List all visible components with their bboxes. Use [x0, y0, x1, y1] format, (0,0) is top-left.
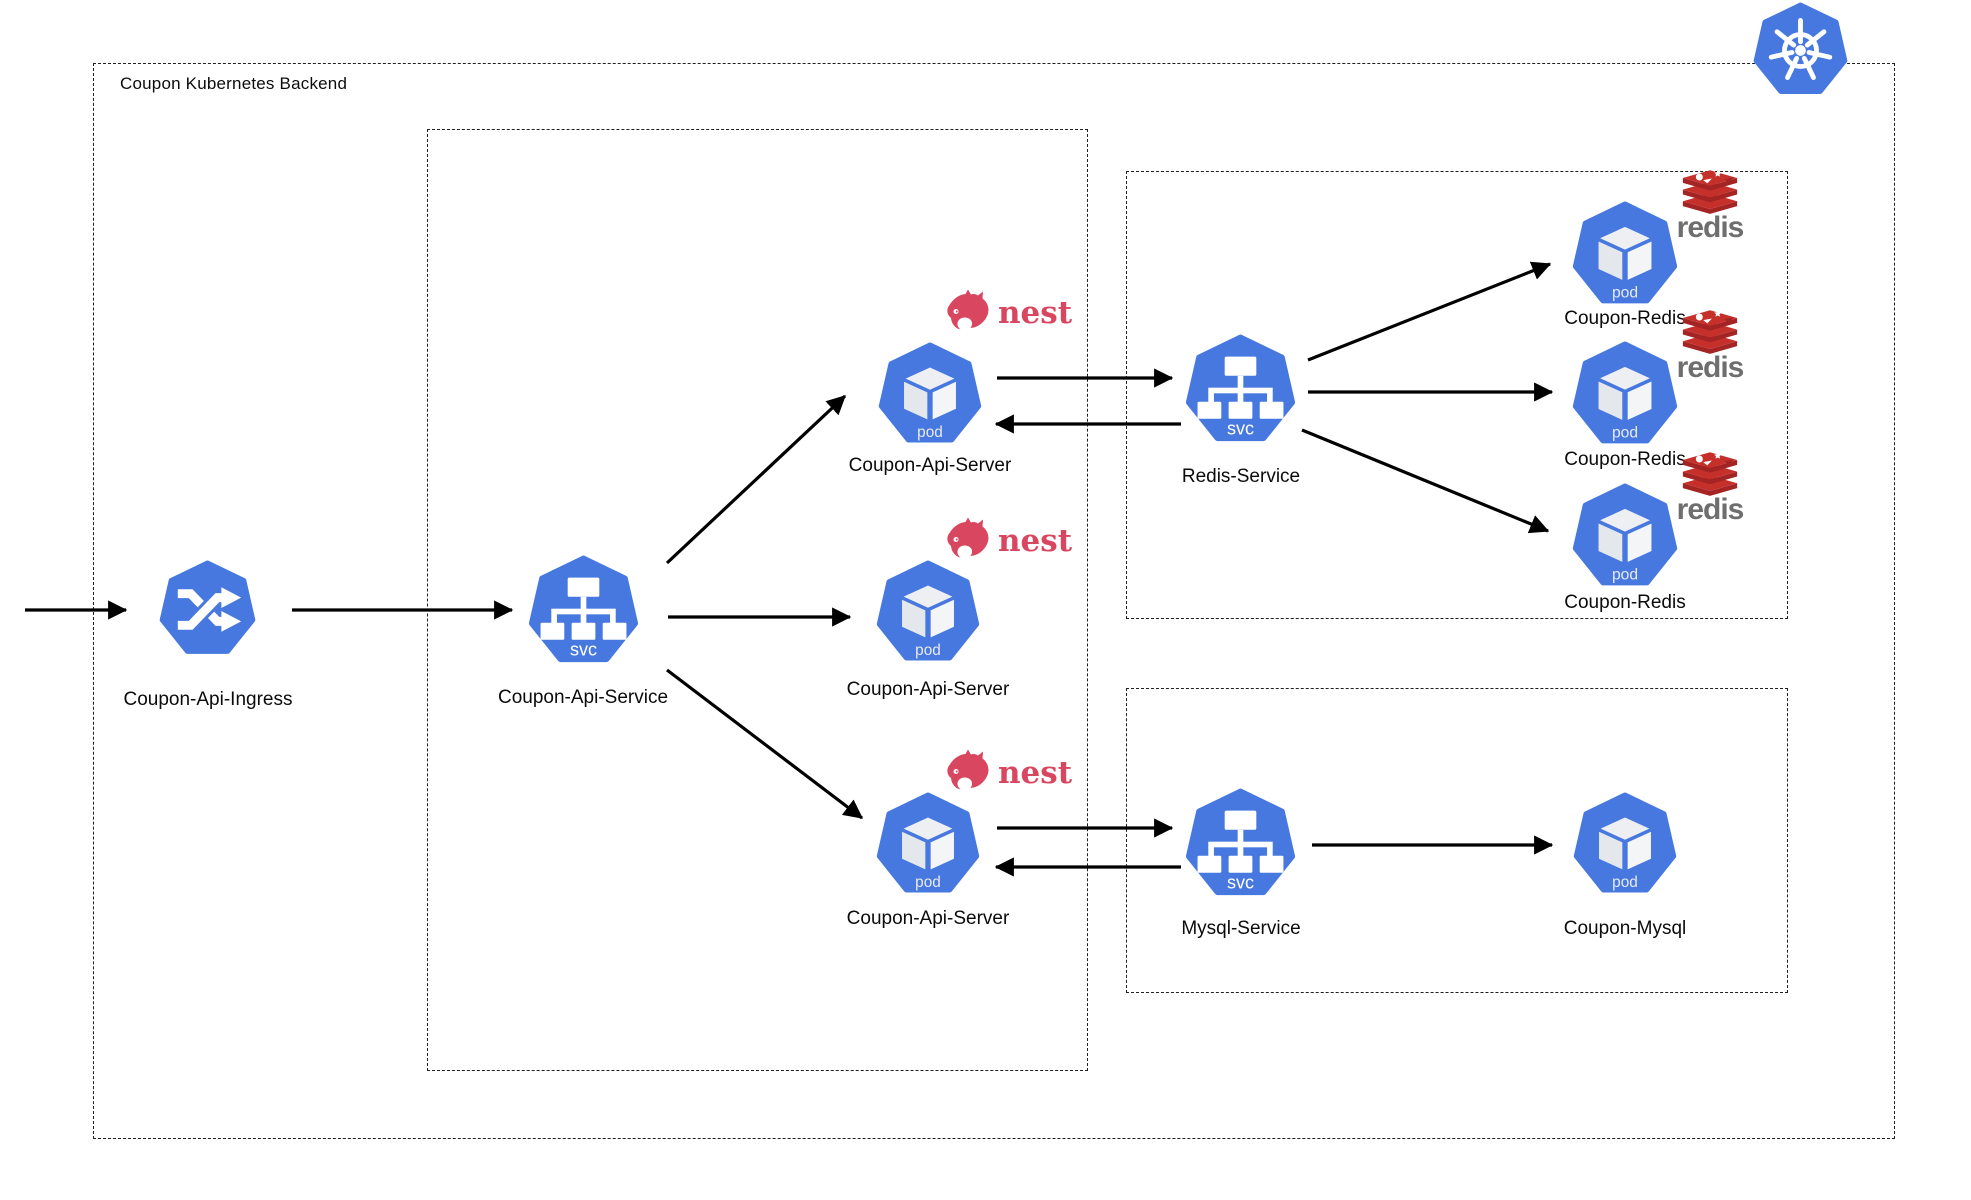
node-label-api-service: Coupon-Api-Service: [497, 687, 669, 708]
redis-logo: redis: [1668, 170, 1752, 243]
nestjs-logo-text: nest: [998, 294, 1073, 331]
redis-group-box: [1126, 171, 1788, 619]
node-label-mysql-pod: Coupon-Mysql: [1563, 918, 1687, 939]
node-label-redis-pod-3: Coupon-Redis: [1564, 592, 1686, 613]
service-icon-api: svc: [527, 555, 640, 668]
node-label-redis-pod-2: Coupon-Redis: [1564, 449, 1686, 470]
redis-stack-icon: [1682, 310, 1738, 354]
service-icon-redis: svc: [1184, 334, 1297, 447]
node-label-redis-service: Redis-Service: [1181, 466, 1301, 487]
pod-icon-api-server-2: pod: [875, 560, 981, 666]
node-label-api-server-3: Coupon-Api-Server: [846, 908, 1010, 929]
diagram-title: Coupon Kubernetes Backend: [120, 74, 348, 93]
nestjs-cat-icon: [947, 517, 989, 558]
pod-badge: pod: [1612, 425, 1638, 442]
nestjs-cat-icon: [947, 749, 989, 790]
nestjs-cat-icon: [947, 289, 989, 330]
pod-badge: pod: [915, 642, 941, 659]
svc-badge: svc: [1227, 873, 1254, 893]
node-label-ingress: Coupon-Api-Ingress: [123, 689, 293, 710]
redis-stack-icon: [1682, 452, 1738, 496]
pod-icon-redis-1: pod: [1571, 201, 1679, 309]
arrow-api-service-to-server3: [666, 668, 864, 820]
service-icon-mysql: svc: [1184, 788, 1297, 901]
pod-badge: pod: [1612, 285, 1638, 302]
mysql-group-box: [1126, 688, 1788, 993]
pod-badge: pod: [1612, 567, 1638, 584]
arrow-redis-service-to-pod3: [1301, 428, 1550, 534]
pod-icon-api-server-3: pod: [875, 792, 981, 898]
redis-logo-text: redis: [1676, 351, 1745, 384]
redis-stack-icon: [1682, 170, 1738, 214]
api-service-group-box: [427, 129, 1088, 1071]
node-label-mysql-service: Mysql-Service: [1181, 918, 1301, 939]
pod-badge: pod: [1612, 874, 1638, 891]
pod-icon-mysql: pod: [1572, 792, 1678, 898]
redis-logo-text: redis: [1676, 493, 1745, 526]
nestjs-logo: nest: [944, 288, 1072, 338]
pod-icon-api-server-1: pod: [877, 342, 983, 448]
nestjs-logo-text: nest: [998, 754, 1073, 791]
redis-logo: redis: [1668, 452, 1752, 525]
nestjs-logo: nest: [944, 516, 1072, 566]
ingress-icon: [158, 560, 257, 659]
nestjs-logo-text: nest: [998, 522, 1073, 559]
arrow-redis-service-to-pod1: [1307, 261, 1552, 362]
pod-icon-redis-2: pod: [1571, 341, 1679, 449]
nestjs-logo: nest: [944, 748, 1072, 798]
node-label-redis-pod-1: Coupon-Redis: [1564, 308, 1686, 329]
node-label-api-server-2: Coupon-Api-Server: [846, 679, 1010, 700]
pod-badge: pod: [917, 424, 943, 441]
svc-badge: svc: [1227, 419, 1254, 439]
redis-logo: redis: [1668, 310, 1752, 383]
arrow-api-service-to-server1: [665, 394, 847, 565]
pod-icon-redis-3: pod: [1571, 483, 1679, 591]
cluster-boundary-box: [93, 63, 1895, 1139]
redis-logo-text: redis: [1676, 211, 1745, 244]
kubernetes-logo-icon: [1752, 2, 1849, 99]
pod-badge: pod: [915, 874, 941, 891]
node-label-api-server-1: Coupon-Api-Server: [848, 455, 1012, 476]
svc-badge: svc: [570, 640, 597, 660]
